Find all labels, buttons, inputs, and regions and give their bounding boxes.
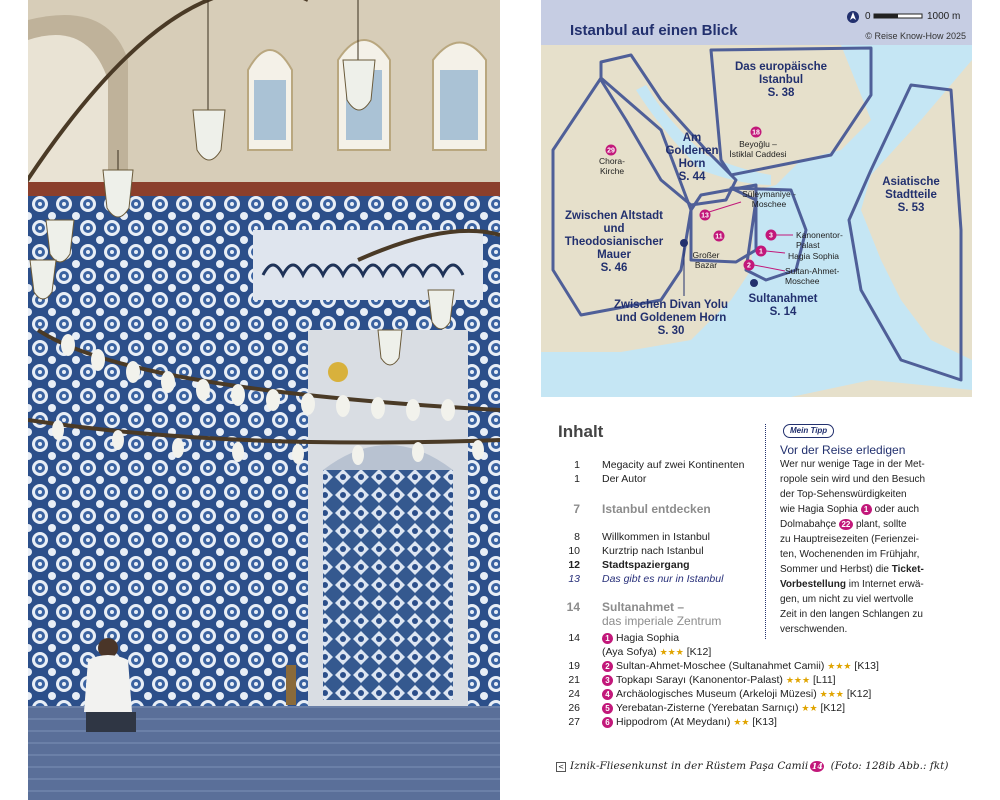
tipp-text-line: Wer nur wenige Tage in der Met- — [780, 459, 925, 470]
sight-marker: 2 — [602, 661, 613, 672]
mein-tipp-box: Mein Tipp Vor der Reise erledigen Wer nu… — [765, 424, 965, 639]
tipp-text-line: Vorbestellung im Internet erwä- — [780, 579, 924, 590]
sight-marker: 1 — [860, 504, 872, 515]
sight-marker: 14 — [810, 761, 825, 772]
star-rating: ★★★ — [827, 661, 852, 671]
svg-text:18: 18 — [752, 130, 760, 137]
tipp-text-line: der Top-Sehenswürdigkeiten — [780, 489, 907, 500]
district-map: 18 29 13 11 3 1 2 Istanbul auf einen Bli… — [541, 0, 972, 397]
scale-start: 0 — [865, 11, 871, 22]
tipp-text-line: zu Hauptreisezeiten (Ferienzei- — [780, 534, 919, 545]
svg-text:2: 2 — [747, 263, 751, 270]
mein-tipp-badge: Mein Tipp — [783, 424, 835, 438]
photo-caption: <Iznik-Fliesenkunst in der Rüstem Paşa C… — [556, 760, 948, 772]
svg-text:1: 1 — [759, 249, 763, 256]
table-of-contents: Inhalt 1 Megacity auf zwei Kontinenten 1… — [558, 422, 879, 728]
sight-marker: 3 — [602, 675, 613, 686]
star-rating: ★★ — [733, 717, 750, 727]
poi-label-chora: Chora-Kirche — [599, 156, 625, 176]
poi-label-hagia-sophia: Hagia Sophia — [788, 251, 840, 261]
photo-pointer-icon: < — [556, 762, 566, 772]
map-copyright: © Reise Know-How 2025 — [865, 31, 966, 41]
poi-label-sultan-ahmet: Sultan-Ahmet-Moschee — [785, 266, 840, 286]
scale-end: 1000 m — [927, 11, 961, 22]
poi-label-beyoglu: Beyoğlu – İstiklal Caddesi — [729, 139, 787, 159]
svg-text:3: 3 — [769, 233, 773, 240]
star-rating: ★★★ — [785, 675, 811, 685]
star-rating: ★★★ — [659, 647, 684, 657]
svg-text:13: 13 — [701, 213, 709, 220]
tipp-text-line: verschwenden. — [780, 624, 848, 635]
tipp-text-line: Sommer und Herbst) die Ticket- — [780, 564, 924, 575]
poi-label-bazaar: Großer Bazar — [692, 250, 720, 270]
sight-marker: 1 — [602, 633, 613, 644]
star-rating: ★★ — [801, 703, 818, 713]
tipp-text-line: gen, um nicht zu viel wertvolle — [780, 594, 914, 605]
toc-title: Inhalt — [558, 422, 604, 441]
sight-marker: 6 — [602, 717, 613, 728]
star-rating: ★★★ — [819, 689, 844, 699]
mosque-interior-photo — [28, 0, 500, 800]
sight-marker: 22 — [838, 519, 853, 530]
district-old-town: Zwischen Altstadt und Theodosianischer M… — [564, 210, 664, 274]
sight-marker: 4 — [602, 689, 613, 700]
svg-text:29: 29 — [607, 148, 615, 155]
tipp-text-line: Zeit in den langen Schlangen zu — [780, 609, 923, 620]
svg-text:11: 11 — [715, 234, 723, 241]
map-title: Istanbul auf einen Blick — [570, 22, 738, 39]
tipp-text-line: ropole sein wird und den Besuch — [780, 474, 926, 485]
sight-marker: 5 — [602, 703, 613, 714]
poi-label-kanonentor: Kanonentor-Palast — [796, 230, 843, 250]
tipp-text-line: ten, Wochenenden im Frühjahr, — [780, 549, 920, 560]
poi-label-sueleymaniye: Süleymaniye - Moschee — [742, 189, 796, 209]
tipp-title: Vor der Reise erledigen — [780, 443, 906, 457]
